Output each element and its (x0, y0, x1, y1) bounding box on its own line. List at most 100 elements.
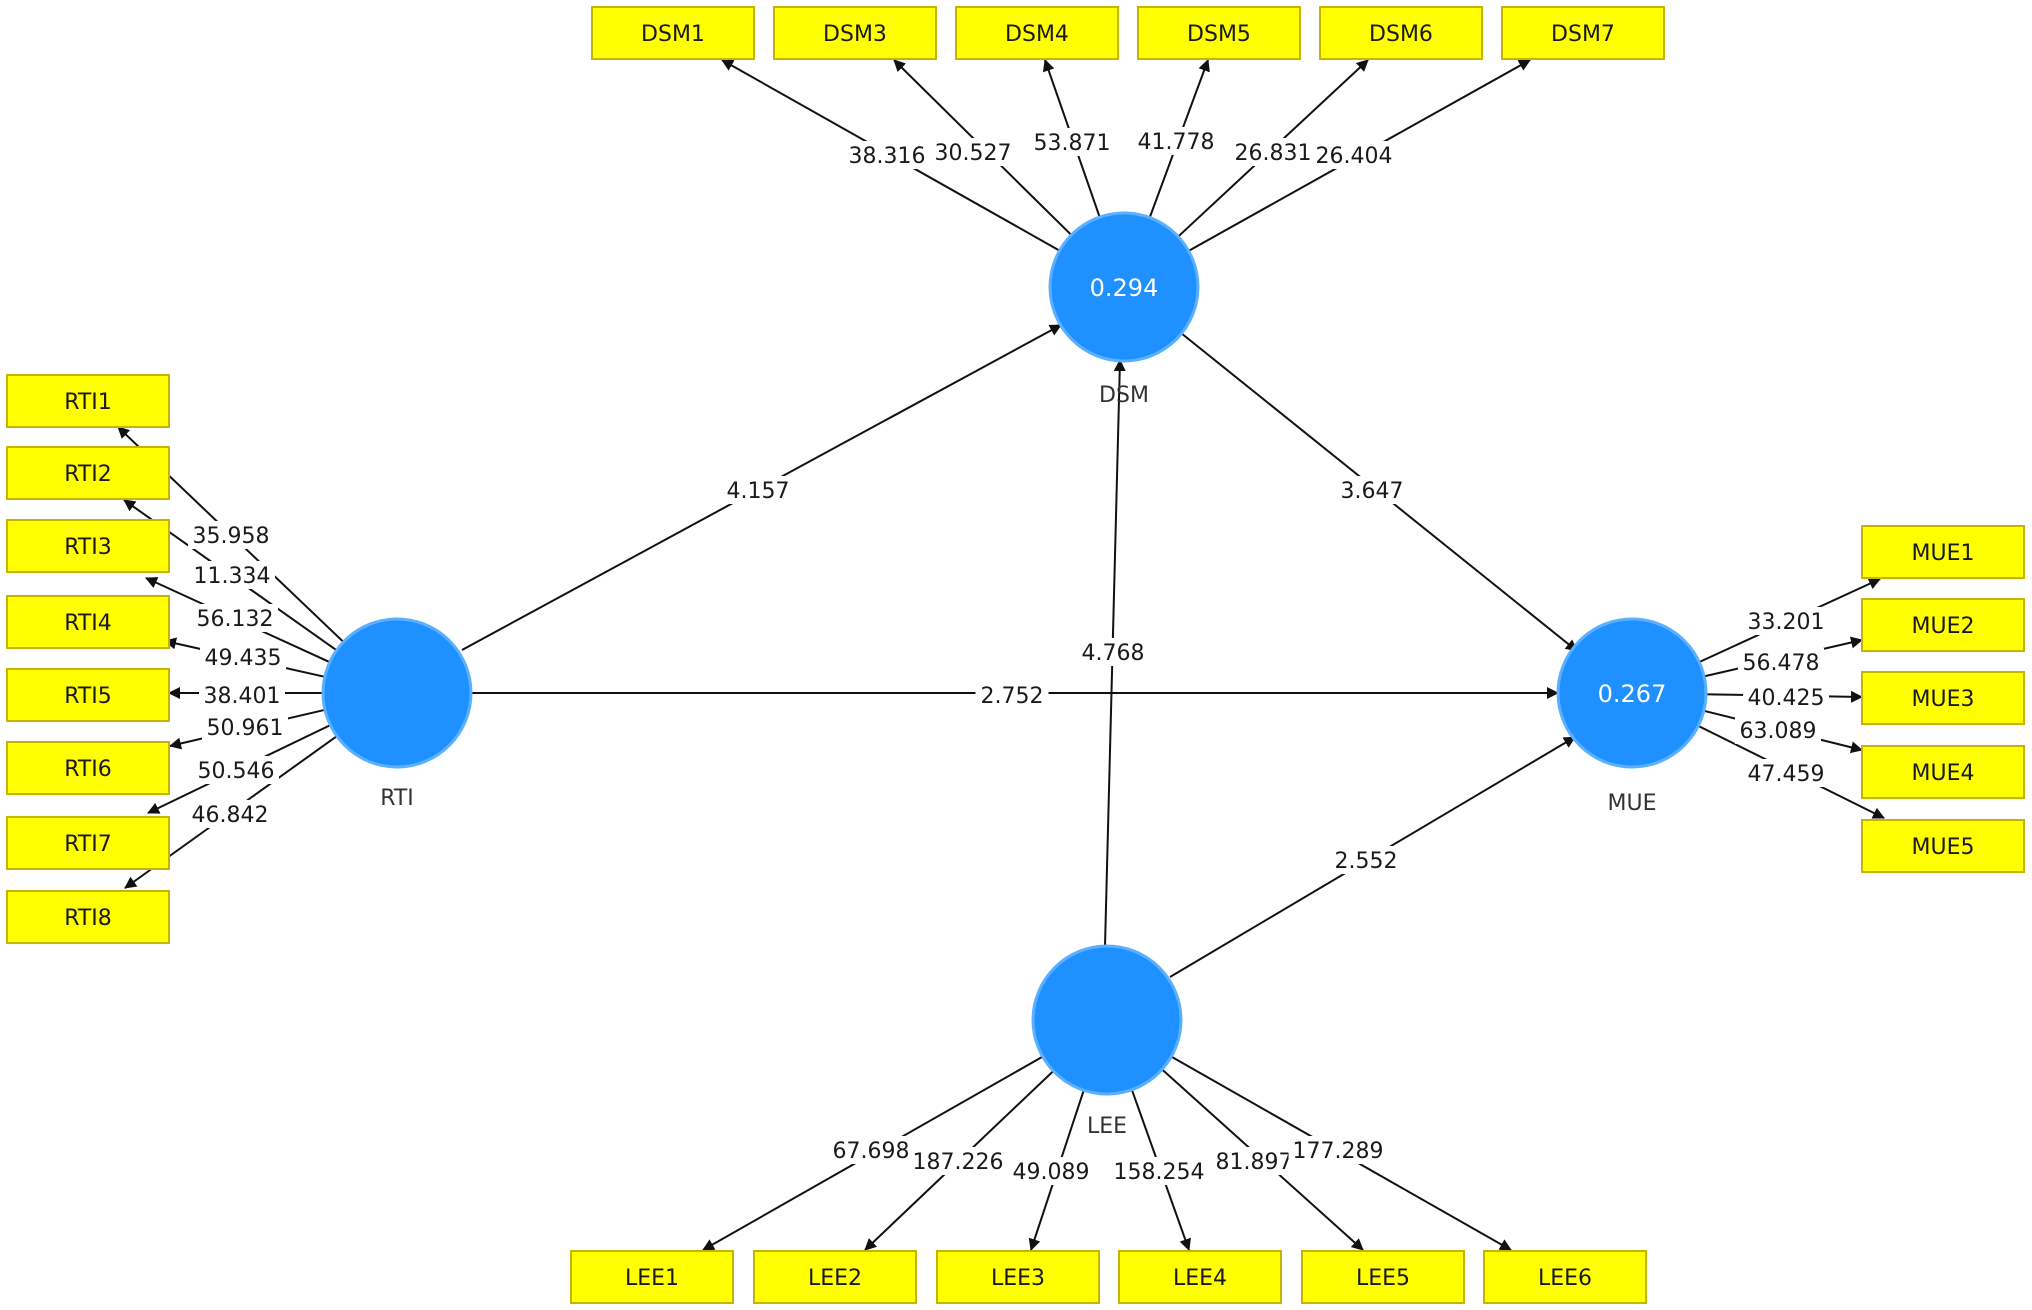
indicator-box[interactable] (6, 519, 170, 573)
indicator-box[interactable] (1861, 819, 2025, 873)
loading-coef-dsm3-text: 30.527 (935, 141, 1012, 166)
indicator-label: DSM1 (641, 22, 705, 47)
indicator-lee2[interactable]: LEE2 (753, 1250, 917, 1304)
indicator-rti2[interactable]: RTI2 (6, 446, 170, 500)
indicator-box[interactable] (1137, 6, 1301, 60)
path-coef-lee-mue-text: 2.552 (1335, 849, 1398, 874)
loading-coef-dsm3-bg (930, 138, 1016, 166)
path-coef-lee-dsm-bg (1076, 638, 1150, 666)
indicator-box[interactable] (1861, 745, 2025, 799)
indicator-lee1[interactable]: LEE1 (570, 1250, 734, 1304)
loading-coef-rti7-text: 50.546 (198, 759, 275, 784)
indicator-label: MUE1 (1912, 541, 1975, 566)
indicator-dsm6[interactable]: DSM6 (1319, 6, 1483, 60)
loading-coef-lee5-text: 81.897 (1216, 1150, 1293, 1175)
latent-circle[interactable] (1031, 944, 1183, 1096)
indicator-box[interactable] (1861, 525, 2025, 579)
indicator-box[interactable] (773, 6, 937, 60)
indicator-box[interactable] (570, 1250, 734, 1304)
indicator-box[interactable] (1301, 1250, 1465, 1304)
latent-circle[interactable] (1048, 211, 1200, 363)
loading-coef-mue3: 40.425 (1743, 683, 1829, 711)
latent-r2-value: 0.294 (1090, 274, 1159, 302)
indicator-box[interactable] (936, 1250, 1100, 1304)
indicator-rti4[interactable]: RTI4 (6, 595, 170, 649)
indicator-box[interactable] (6, 816, 170, 870)
path-coef-lee-dsm: 4.768 (1076, 638, 1150, 666)
latent-lee[interactable]: LEE (1031, 944, 1183, 1139)
indicator-box[interactable] (1501, 6, 1665, 60)
loading-coef-lee5: 81.897 (1211, 1147, 1297, 1175)
indicator-lee6[interactable]: LEE6 (1483, 1250, 1647, 1304)
path-coef-dsm-mue-bg (1335, 476, 1409, 504)
loading-coef-dsm6: 26.831 (1230, 138, 1316, 166)
indicator-dsm7[interactable]: DSM7 (1501, 6, 1665, 60)
indicator-box[interactable] (591, 6, 755, 60)
loading-coef-rti1-bg (188, 521, 274, 549)
loading-coef-lee1-bg (828, 1136, 914, 1164)
indicator-box[interactable] (1483, 1250, 1647, 1304)
path-coef-lee-dsm-text: 4.768 (1082, 641, 1145, 666)
indicator-box[interactable] (6, 741, 170, 795)
indicator-label: RTI4 (64, 611, 112, 636)
indicator-dsm4[interactable]: DSM4 (955, 6, 1119, 60)
indicator-label: DSM6 (1369, 22, 1433, 47)
loading-coef-mue1-text: 33.201 (1748, 610, 1825, 635)
indicator-dsm5[interactable]: DSM5 (1137, 6, 1301, 60)
loading-coef-rti4-bg (200, 643, 286, 671)
loading-coef-mue4-text: 63.089 (1740, 719, 1817, 744)
indicator-lee5[interactable]: LEE5 (1301, 1250, 1465, 1304)
loading-coef-lee3-text: 49.089 (1013, 1160, 1090, 1185)
loading-coef-mue2: 56.478 (1738, 648, 1824, 676)
indicator-label: MUE3 (1912, 687, 1975, 712)
path-coef-rti-dsm-text: 4.157 (727, 479, 790, 504)
indicator-box[interactable] (6, 595, 170, 649)
latent-name: MUE (1608, 791, 1657, 816)
loading-coef-dsm4: 53.871 (1029, 128, 1115, 156)
indicator-label: MUE5 (1912, 835, 1975, 860)
indicator-rti1[interactable]: RTI1 (6, 374, 170, 428)
indicator-box[interactable] (1319, 6, 1483, 60)
path-coef-rti-dsm-bg (721, 476, 795, 504)
indicator-lee4[interactable]: LEE4 (1118, 1250, 1282, 1304)
indicator-lee3[interactable]: LEE3 (936, 1250, 1100, 1304)
indicator-mue2[interactable]: MUE2 (1861, 598, 2025, 652)
loading-coef-dsm1-text: 38.316 (849, 144, 926, 169)
path-coef-rti-mue: 2.752 (975, 681, 1049, 709)
latent-circle[interactable] (1556, 617, 1708, 769)
indicator-rti5[interactable]: RTI5 (6, 668, 170, 722)
loading-coef-dsm7-bg (1311, 141, 1397, 169)
indicator-mue1[interactable]: MUE1 (1861, 525, 2025, 579)
indicator-box[interactable] (6, 374, 170, 428)
indicator-mue4[interactable]: MUE4 (1861, 745, 2025, 799)
indicator-box[interactable] (6, 446, 170, 500)
indicator-box[interactable] (6, 668, 170, 722)
indicator-rti7[interactable]: RTI7 (6, 816, 170, 870)
indicator-rti8[interactable]: RTI8 (6, 890, 170, 944)
indicator-box[interactable] (955, 6, 1119, 60)
indicator-label: RTI2 (64, 462, 112, 487)
indicator-rti3[interactable]: RTI3 (6, 519, 170, 573)
indicator-box[interactable] (6, 890, 170, 944)
indicator-box[interactable] (1118, 1250, 1282, 1304)
path-coef-rti-dsm: 4.157 (721, 476, 795, 504)
indicator-box[interactable] (753, 1250, 917, 1304)
indicator-box[interactable] (1861, 671, 2025, 725)
indicator-mue3[interactable]: MUE3 (1861, 671, 2025, 725)
loading-coef-lee4: 158.254 (1109, 1157, 1209, 1185)
indicator-dsm1[interactable]: DSM1 (591, 6, 755, 60)
path-coef-rti-mue-bg (975, 681, 1049, 709)
loading-coef-mue3-text: 40.425 (1748, 686, 1825, 711)
loading-coef-dsm5: 41.778 (1133, 127, 1219, 155)
indicator-mue5[interactable]: MUE5 (1861, 819, 2025, 873)
indicator-label: DSM5 (1187, 22, 1251, 47)
indicator-rti6[interactable]: RTI6 (6, 741, 170, 795)
indicator-dsm3[interactable]: DSM3 (773, 6, 937, 60)
latent-rti[interactable]: RTI (321, 617, 473, 811)
path-coef-dsm-mue-text: 3.647 (1341, 479, 1404, 504)
indicator-box[interactable] (1861, 598, 2025, 652)
latent-circle[interactable] (321, 617, 473, 769)
